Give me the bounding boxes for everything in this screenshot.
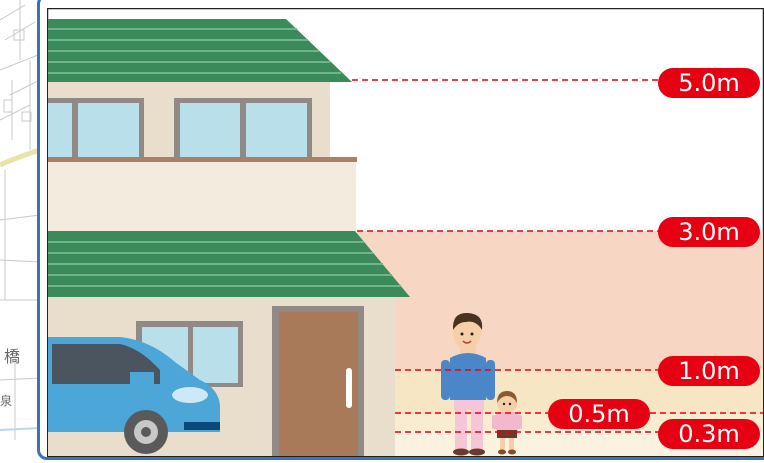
upper-window-right [174, 98, 312, 160]
zone-1m-3m [357, 231, 763, 370]
depth-label-5m: 5.0m [658, 68, 760, 98]
balcony-rail [48, 157, 357, 162]
upper-window-left [48, 98, 144, 160]
scene-panel [47, 8, 764, 457]
depth-label-3m: 3.0m [658, 217, 760, 247]
depth-label-0-5m: 0.5m [548, 399, 650, 429]
balcony-wall [48, 160, 356, 232]
lower-roof [48, 231, 410, 297]
depth-label-1m: 1.0m [658, 356, 760, 386]
map-strip: 橋 泉 [0, 0, 40, 463]
depth-label-0-3m: 0.3m [658, 419, 760, 449]
front-door [272, 306, 364, 456]
map-label-bridge: 橋 [4, 343, 20, 367]
map-label-spring: 泉 [0, 392, 12, 409]
